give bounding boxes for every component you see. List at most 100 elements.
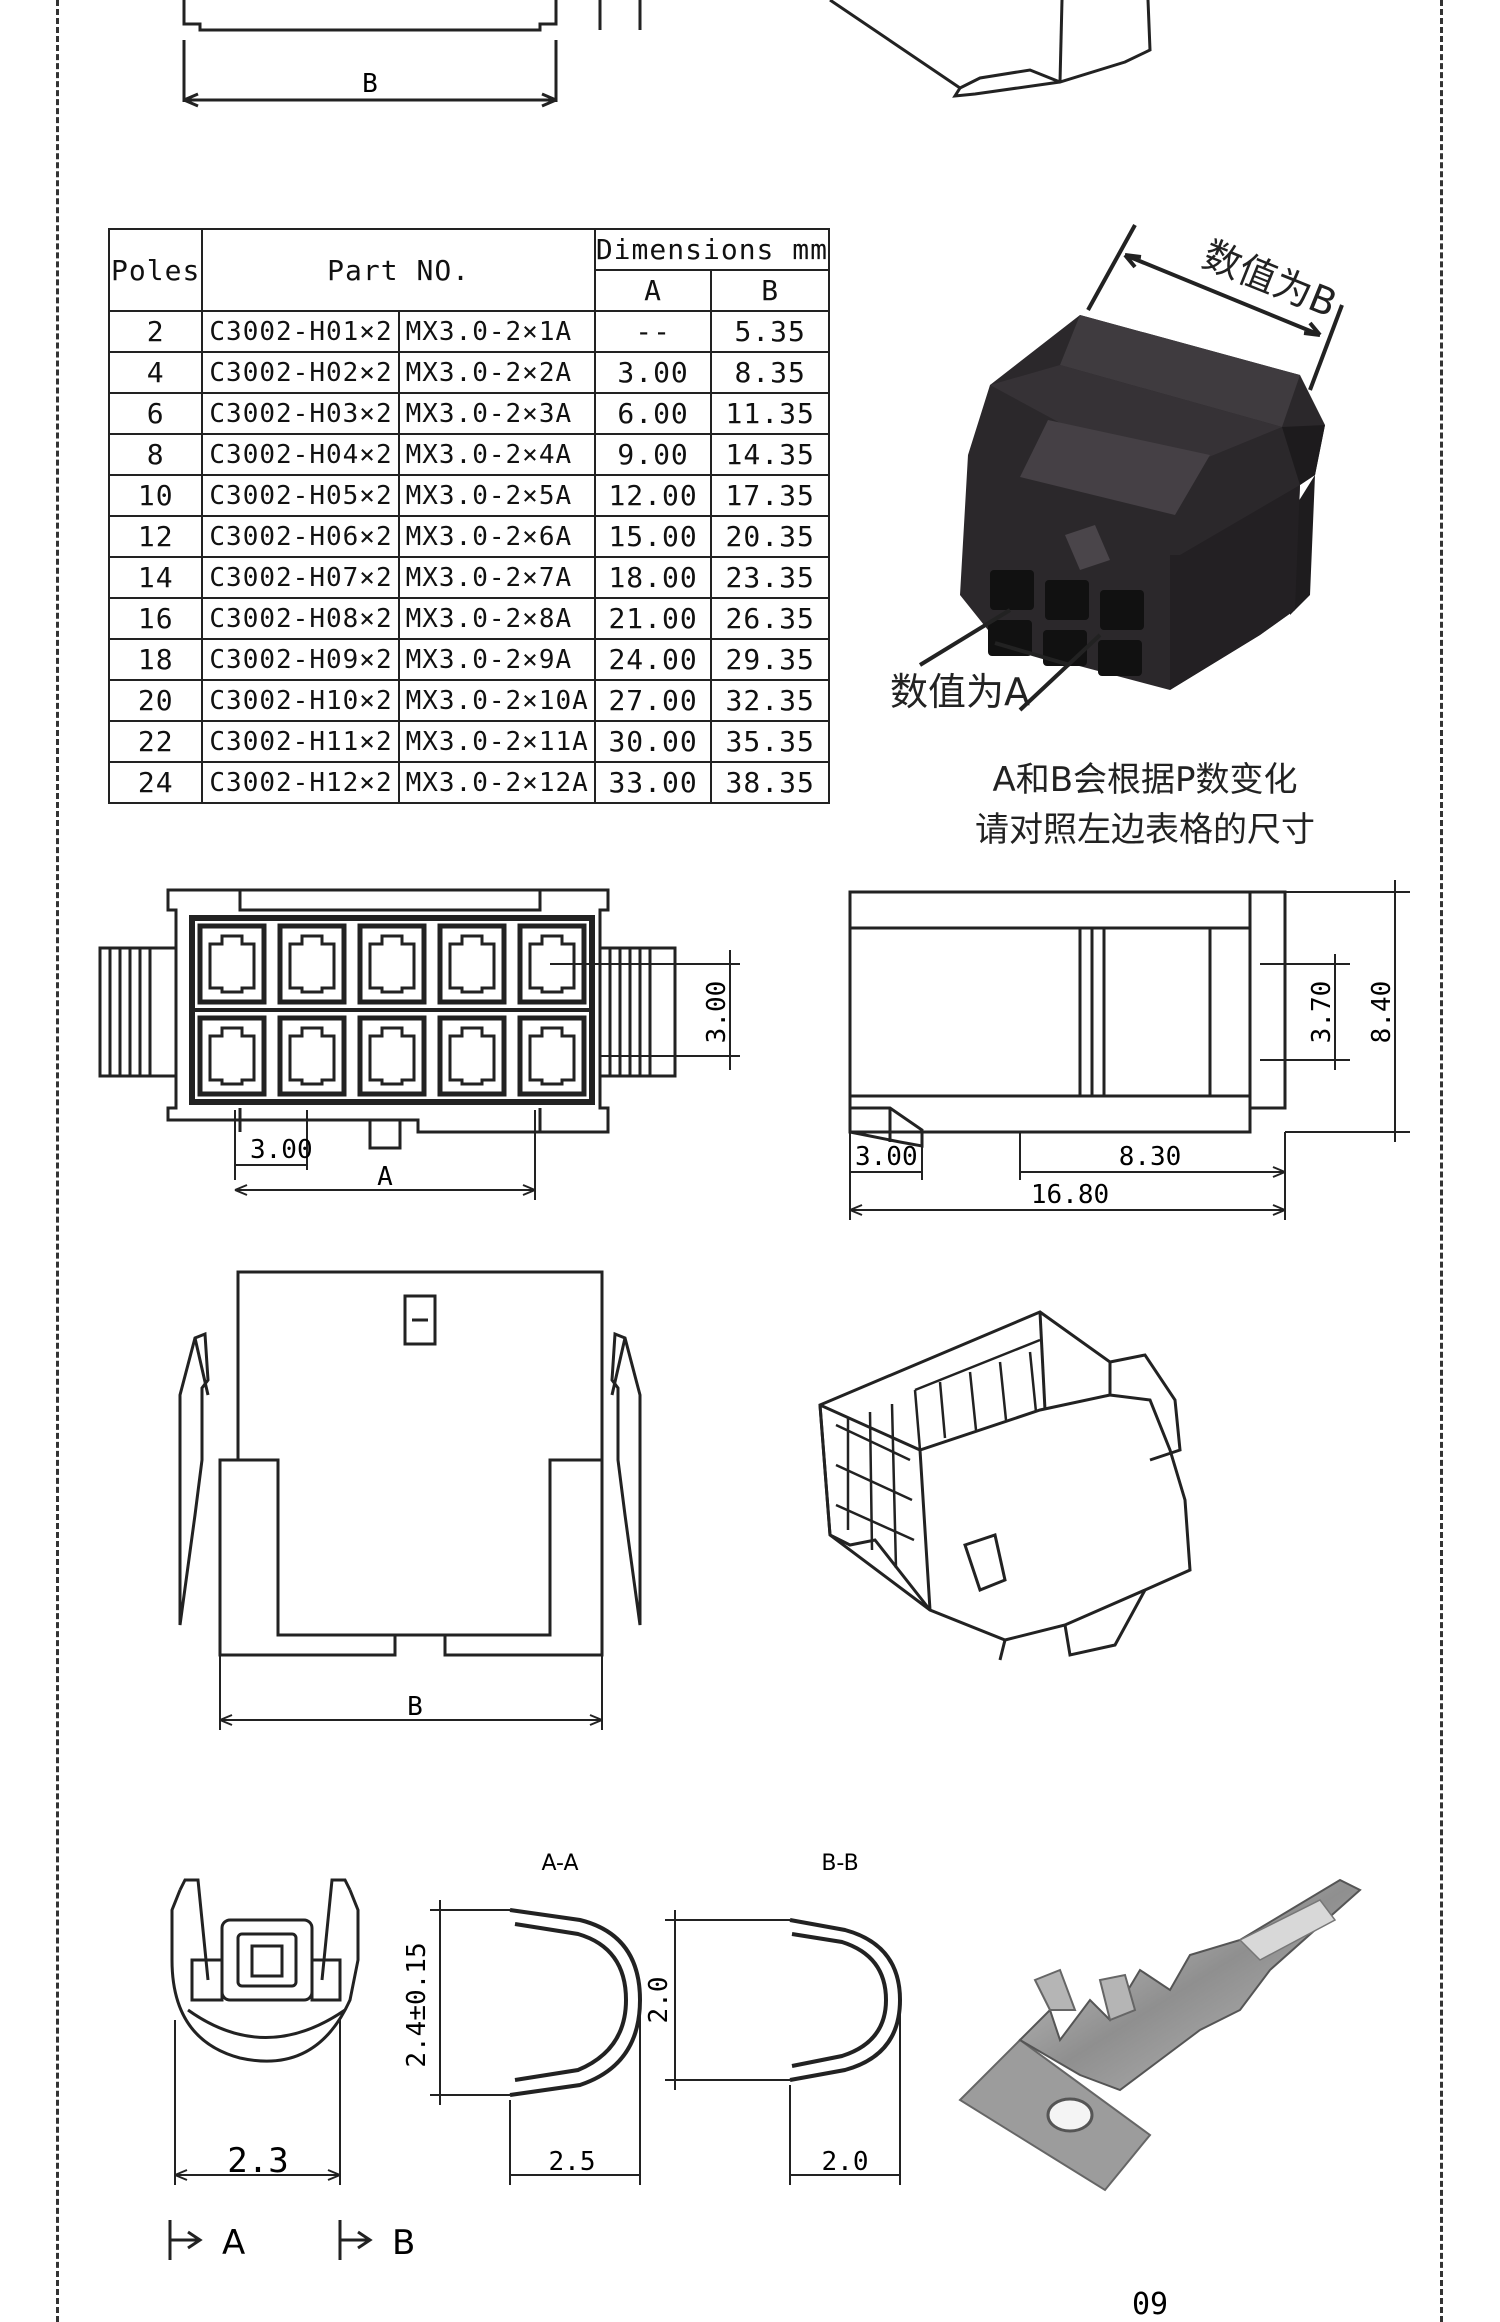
header-poles: Poles — [107, 228, 204, 312]
cell-part-mx: MX3.0-2×8A — [397, 597, 596, 640]
cut-marker-b: B — [392, 2223, 415, 2263]
cell-part-c3002: C3002-H04×2 — [201, 433, 400, 476]
aa-dim-width: 2.5 — [549, 2147, 596, 2177]
cell-part-c3002: C3002-H05×2 — [201, 474, 400, 517]
cell-dim-a: 9.00 — [593, 433, 713, 476]
bottom-dim-b: B — [407, 1692, 423, 1722]
cell-part-c3002: C3002-H03×2 — [201, 392, 400, 435]
cell-poles: 8 — [107, 433, 204, 476]
photo-label-a: 数值为A — [890, 670, 1030, 714]
cell-part-mx: MX3.0-2×1A — [397, 310, 596, 353]
cell-dim-b: 14.35 — [710, 433, 830, 476]
cell-dim-a: 21.00 — [593, 597, 713, 640]
cavity-grid — [197, 923, 587, 1097]
cell-part-c3002: C3002-H10×2 — [201, 679, 400, 722]
cell-poles: 2 — [107, 310, 204, 353]
cell-poles: 24 — [107, 761, 204, 804]
section-views: 2.3 A B A-A 2.4±0.15 2.5 B-B — [168, 1851, 903, 2263]
bb-dim-height: 2.0 — [644, 1977, 674, 2024]
cell-part-c3002: C3002-H11×2 — [201, 720, 400, 763]
section-aa-title: A-A — [541, 1851, 578, 1876]
header-a: A — [593, 269, 713, 312]
cell-poles: 18 — [107, 638, 204, 681]
cavity — [197, 923, 267, 1005]
cell-poles: 6 — [107, 392, 204, 435]
isometric-view — [818, 1310, 1192, 1661]
front-dim-row-pitch: 3.00 — [702, 981, 732, 1044]
cell-dim-a: 24.00 — [593, 638, 713, 681]
side-dim-h2: 8.40 — [1367, 981, 1397, 1044]
side-view: 3.70 8.40 3.00 8.30 16.80 — [848, 880, 1410, 1220]
cavity — [437, 923, 507, 1005]
cell-part-mx: MX3.0-2×3A — [397, 392, 596, 435]
cavity — [277, 1015, 347, 1097]
cell-dim-a: 3.00 — [593, 351, 713, 394]
terminal-photo — [958, 1878, 1362, 2192]
side-dim-total: 16.80 — [1031, 1180, 1109, 1210]
side-dim-mid: 8.30 — [1119, 1142, 1182, 1172]
cell-part-mx: MX3.0-2×4A — [397, 433, 596, 476]
aa-dim-height: 2.4±0.15 — [402, 1942, 432, 2067]
cell-dim-b: 23.35 — [710, 556, 830, 599]
left-dashed-border — [56, 0, 59, 2322]
housing-body — [960, 315, 1325, 690]
connector-photo: 数值为B 数值为A — [890, 224, 1344, 714]
cavity — [357, 1015, 427, 1097]
cell-dim-a: 18.00 — [593, 556, 713, 599]
cell-part-mx: MX3.0-2×10A — [397, 679, 596, 722]
cavity — [197, 1015, 267, 1097]
top-dim-b: B — [362, 69, 378, 99]
cell-dim-b: 11.35 — [710, 392, 830, 435]
cell-poles: 12 — [107, 515, 204, 558]
cut-marker-a: A — [222, 2223, 245, 2263]
section-aa-shape — [509, 1908, 643, 2097]
cell-part-c3002: C3002-H01×2 — [201, 310, 400, 353]
cell-poles: 14 — [107, 556, 204, 599]
cell-dim-b: 26.35 — [710, 597, 830, 640]
cell-part-c3002: C3002-H06×2 — [201, 515, 400, 558]
cavity — [437, 1015, 507, 1097]
right-dashed-border — [1440, 0, 1443, 2322]
photo-label-b: 数值为B — [1197, 233, 1343, 326]
note-line-2: 请对照左边表格的尺寸 — [975, 810, 1315, 850]
cell-part-c3002: C3002-H07×2 — [201, 556, 400, 599]
cell-part-mx: MX3.0-2×7A — [397, 556, 596, 599]
cell-part-c3002: C3002-H02×2 — [201, 351, 400, 394]
cell-dim-b: 29.35 — [710, 638, 830, 681]
note-line-1: A和B会根据P数变化 — [992, 760, 1298, 800]
cell-part-mx: MX3.0-2×12A — [397, 761, 596, 804]
cell-part-c3002: C3002-H09×2 — [201, 638, 400, 681]
header-b: B — [710, 269, 830, 312]
front-dim-a: A — [377, 1162, 393, 1192]
cell-dim-a: 15.00 — [593, 515, 713, 558]
cell-dim-a: -- — [593, 310, 713, 353]
front-dim-pitch: 3.00 — [250, 1135, 313, 1165]
cell-poles: 20 — [107, 679, 204, 722]
cell-dim-b: 20.35 — [710, 515, 830, 558]
section-bb-shape — [789, 1918, 903, 2082]
section-bb-title: B-B — [821, 1851, 858, 1876]
page-number: 09 — [1132, 2287, 1168, 2322]
cell-dim-b: 38.35 — [710, 761, 830, 804]
cell-dim-b: 8.35 — [710, 351, 830, 394]
cell-dim-b: 17.35 — [710, 474, 830, 517]
side-dim-h1: 3.70 — [1307, 981, 1337, 1044]
cell-poles: 16 — [107, 597, 204, 640]
cell-poles: 10 — [107, 474, 204, 517]
bb-dim-width: 2.0 — [822, 2147, 869, 2177]
cell-part-mx: MX3.0-2×9A — [397, 638, 596, 681]
cell-dim-a: 12.00 — [593, 474, 713, 517]
cell-dim-b: 35.35 — [710, 720, 830, 763]
side-dim-left: 3.00 — [855, 1142, 918, 1172]
bottom-view: B — [178, 1270, 642, 1730]
